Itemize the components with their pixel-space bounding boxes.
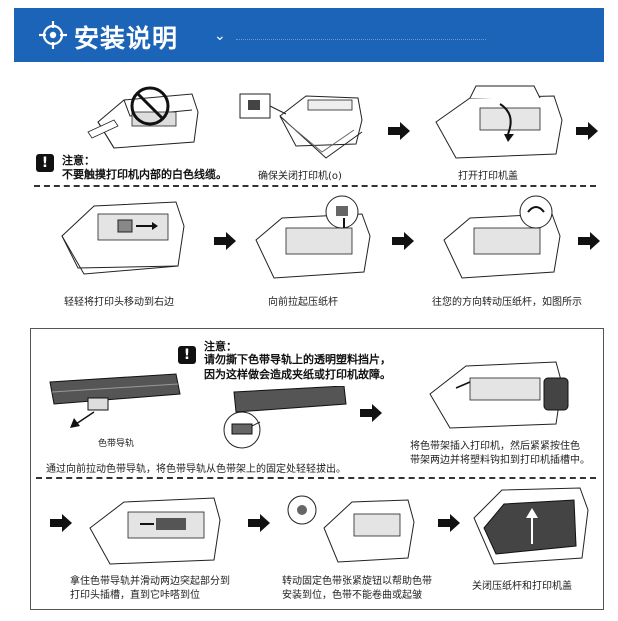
printer-tension-knob-figure [287, 495, 415, 563]
arrow-right-icon [576, 122, 598, 140]
step-caption: 关闭压纸杆和打印机盖 [472, 581, 572, 592]
step-caption: 打印头插槽，直到它咔嗒到位 [70, 590, 200, 601]
step-caption: 拿住色带导轨并滑动两边突起部分到 [70, 576, 230, 587]
ribbon-guide-detach-figure [223, 386, 347, 449]
note-line: 请勿撕下色带导轨上的透明塑料挡片， [204, 353, 391, 366]
warning-icon: ! [36, 154, 54, 172]
printer-lift-lever-figure [255, 195, 371, 279]
printer-rotate-lever-figure [443, 195, 561, 279]
step-caption: 往您的方向转动压纸杆，如图所示 [432, 297, 582, 308]
step-caption: 通过向前拉动色带导轨，将色带导轨从色带架上的固定处轻轻拔出。 [46, 464, 346, 475]
arrow-right-icon [360, 404, 382, 422]
printer-move-head-figure [61, 201, 185, 275]
warning-icon: ! [178, 346, 196, 364]
arrow-right-icon [214, 232, 236, 250]
step-caption: 向前拉起压纸杆 [268, 297, 338, 308]
printer-power-figure [239, 93, 363, 159]
note-label: 注意： [204, 340, 237, 353]
step-caption: 确保关闭打印机(o) [258, 171, 342, 182]
section-divider [36, 477, 596, 479]
arrow-right-icon [388, 122, 410, 140]
section-divider [34, 185, 596, 187]
chevron-down-icon: ⌄ [214, 28, 226, 44]
ribbon-cartridge-figure [49, 373, 181, 428]
printer-slide-guide-figure [89, 497, 221, 565]
printer-close-cover-figure [473, 487, 589, 565]
ribbon-install-panel [30, 328, 604, 610]
arrow-right-icon [392, 232, 414, 250]
crosshair-icon [39, 21, 67, 49]
printer-no-touch-figure [87, 86, 199, 149]
step-caption: 转动固定色带张紧旋钮以帮助色带 [282, 576, 432, 587]
printer-insert-ribbon-figure [429, 361, 569, 429]
note-line: 因为这样做会造成夹纸或打印机故障。 [204, 368, 391, 381]
step-caption: 将色带架插入打印机，然后紧紧按住色 [410, 441, 580, 452]
header-divider [236, 39, 486, 40]
note-text: 不要触摸打印机内部的白色线缆。 [62, 168, 227, 181]
step-caption: 打开打印机盖 [458, 171, 518, 182]
arrow-right-icon [438, 514, 460, 532]
arrow-right-icon [50, 514, 72, 532]
printer-open-cover-figure [435, 85, 563, 159]
ribbon-guide-label: 色带导轨 [98, 439, 135, 449]
arrow-right-icon [248, 514, 270, 532]
step-caption: 带架两边并将塑料钩扣到打印机插槽中。 [410, 455, 590, 466]
step-caption: 安装到位，色带不能卷曲或起皱 [282, 590, 422, 601]
header-banner: 安装说明 ⌄ [14, 8, 604, 62]
step-caption: 轻轻将打印头移动到右边 [64, 297, 174, 308]
page-title: 安装说明 [74, 24, 179, 53]
arrow-right-icon [578, 232, 600, 250]
note-label: 注意： [62, 154, 95, 167]
